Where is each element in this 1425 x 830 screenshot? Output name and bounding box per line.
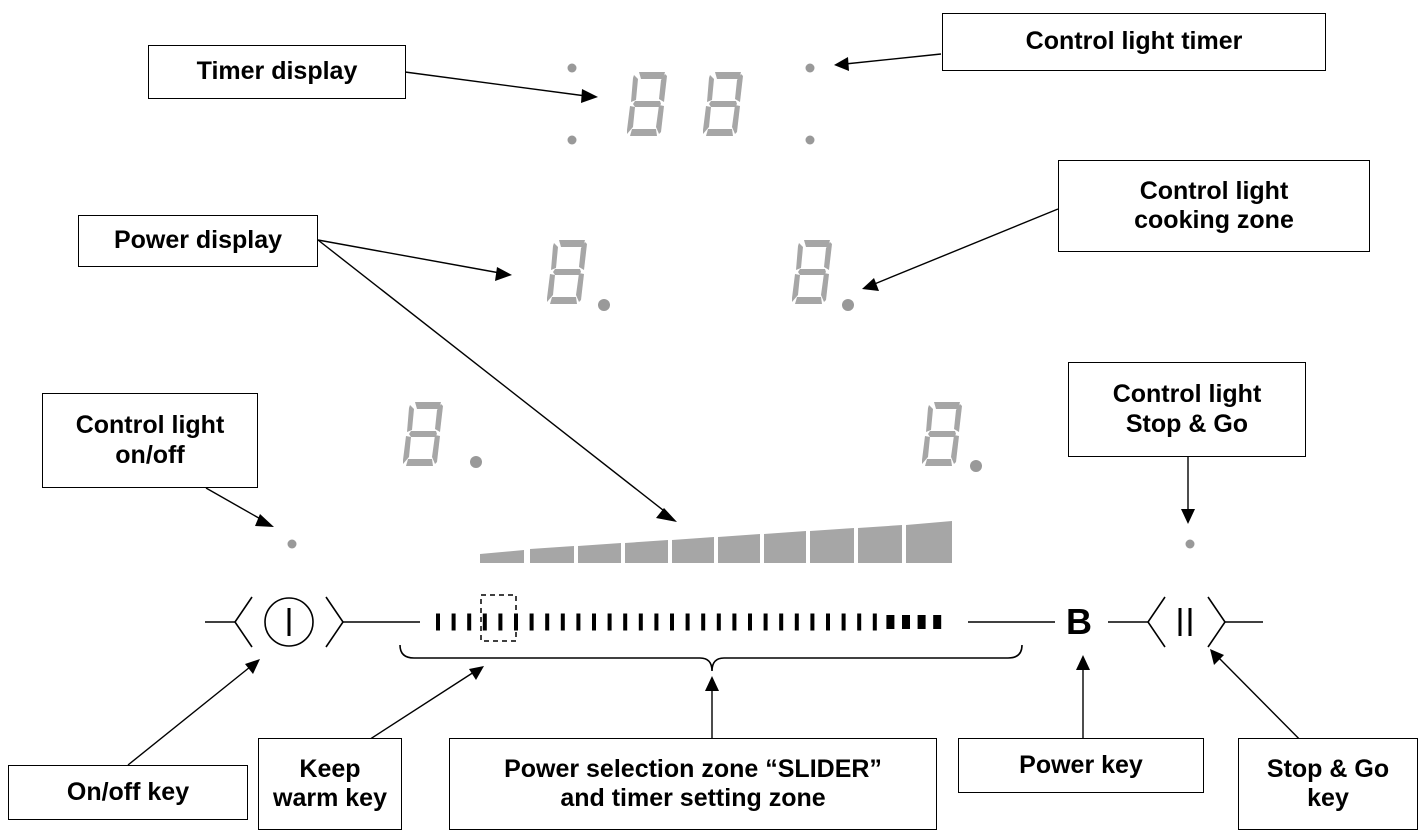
power-level-bar [578,543,621,563]
control-light-cooking-zone-dot [598,299,610,311]
label-keep-warm-key: Keep warm key [258,738,402,830]
power-level-bar [480,550,524,563]
slider-tick[interactable] [826,613,830,631]
power-key[interactable]: B [1066,601,1092,642]
slider-tick[interactable] [841,613,846,631]
slider-tick[interactable] [779,613,784,631]
slider-tick[interactable] [732,613,737,631]
slider-tick[interactable] [917,615,926,629]
label-timer-display: Timer display [148,45,406,99]
slider-tick[interactable] [685,613,690,631]
onoff-key[interactable] [205,596,420,648]
slider-tick[interactable] [902,615,910,629]
slider-tick[interactable] [654,613,659,631]
slider-tick[interactable] [670,613,674,631]
label-slider-zone: Power selection zone “SLIDER” and timer … [449,738,937,830]
slider-tick[interactable] [810,613,815,631]
power-level-bar [764,531,806,563]
control-light-timer-indicators [805,63,815,145]
slider-tick[interactable] [763,613,768,631]
slider-tick[interactable] [607,613,612,631]
power-display-front-right [922,402,982,472]
slider-tick[interactable] [545,613,550,631]
power-level-bar [718,534,760,563]
timer-colon-dot [567,63,577,73]
slider-tick[interactable] [701,613,706,631]
timer-digit [703,72,743,136]
power-level-bar [625,540,668,563]
slider-tick[interactable] [576,613,581,631]
label-power-display: Power display [78,215,318,267]
control-light-cooking-zone-dot [842,299,854,311]
slider-tick[interactable] [857,613,862,631]
stop-go-key[interactable] [1147,596,1263,648]
slider-tick[interactable] [514,613,518,631]
timer-display [567,63,743,145]
power-display-rear-right [792,240,854,311]
power-level-bar-graph [480,521,952,563]
slider-tick[interactable] [872,613,877,631]
slider-tick[interactable] [716,613,721,631]
slider-tick[interactable] [482,613,487,631]
timer-colon-dot [567,135,577,145]
power-level-bar [810,528,854,563]
control-light-onoff-dot [287,539,297,549]
timer-digit [627,72,667,136]
power-display-rear-left [547,240,610,311]
slider-tick[interactable] [467,613,472,631]
slider-tick[interactable] [638,613,643,631]
control-light-cooking-zone-dot [970,460,982,472]
leader-lines [127,53,1326,766]
label-control-light-timer: Control light timer [942,13,1326,71]
slider-tick[interactable] [529,613,534,631]
label-stop-go-key: Stop & Go key [1238,738,1418,830]
power-level-bar [906,521,952,563]
keep-warm-key[interactable] [480,594,517,642]
power-level-bar [672,537,714,563]
label-power-key: Power key [958,738,1204,793]
slider-tick[interactable] [436,613,440,631]
control-light-timer-dot [805,63,815,73]
control-light-timer-dot [805,135,815,145]
slider-tick[interactable] [794,613,799,631]
slider-tick[interactable] [748,613,752,631]
slider-tick[interactable] [592,613,596,631]
control-light-stop-go-dot [1185,539,1195,549]
slider-tick[interactable] [498,613,503,631]
power-level-bar [858,525,902,563]
slider-tick[interactable] [933,615,942,629]
slider-zone-brace [399,644,1023,672]
power-icon [264,597,314,647]
power-slider[interactable] [436,613,942,631]
control-light-cooking-zone-dot [470,456,482,468]
label-control-light-stop-go: Control light Stop & Go [1068,362,1306,457]
power-level-bar [530,546,574,563]
slider-tick[interactable] [886,615,895,629]
label-control-light-onoff: Control light on/off [42,393,258,488]
slider-tick[interactable] [560,613,565,631]
slider-tick[interactable] [623,613,628,631]
slider-tick[interactable] [451,613,456,631]
label-onoff-key: On/off key [8,765,248,820]
power-display-front-left [403,402,482,468]
label-control-light-cooking-zone: Control light cooking zone [1058,160,1370,252]
